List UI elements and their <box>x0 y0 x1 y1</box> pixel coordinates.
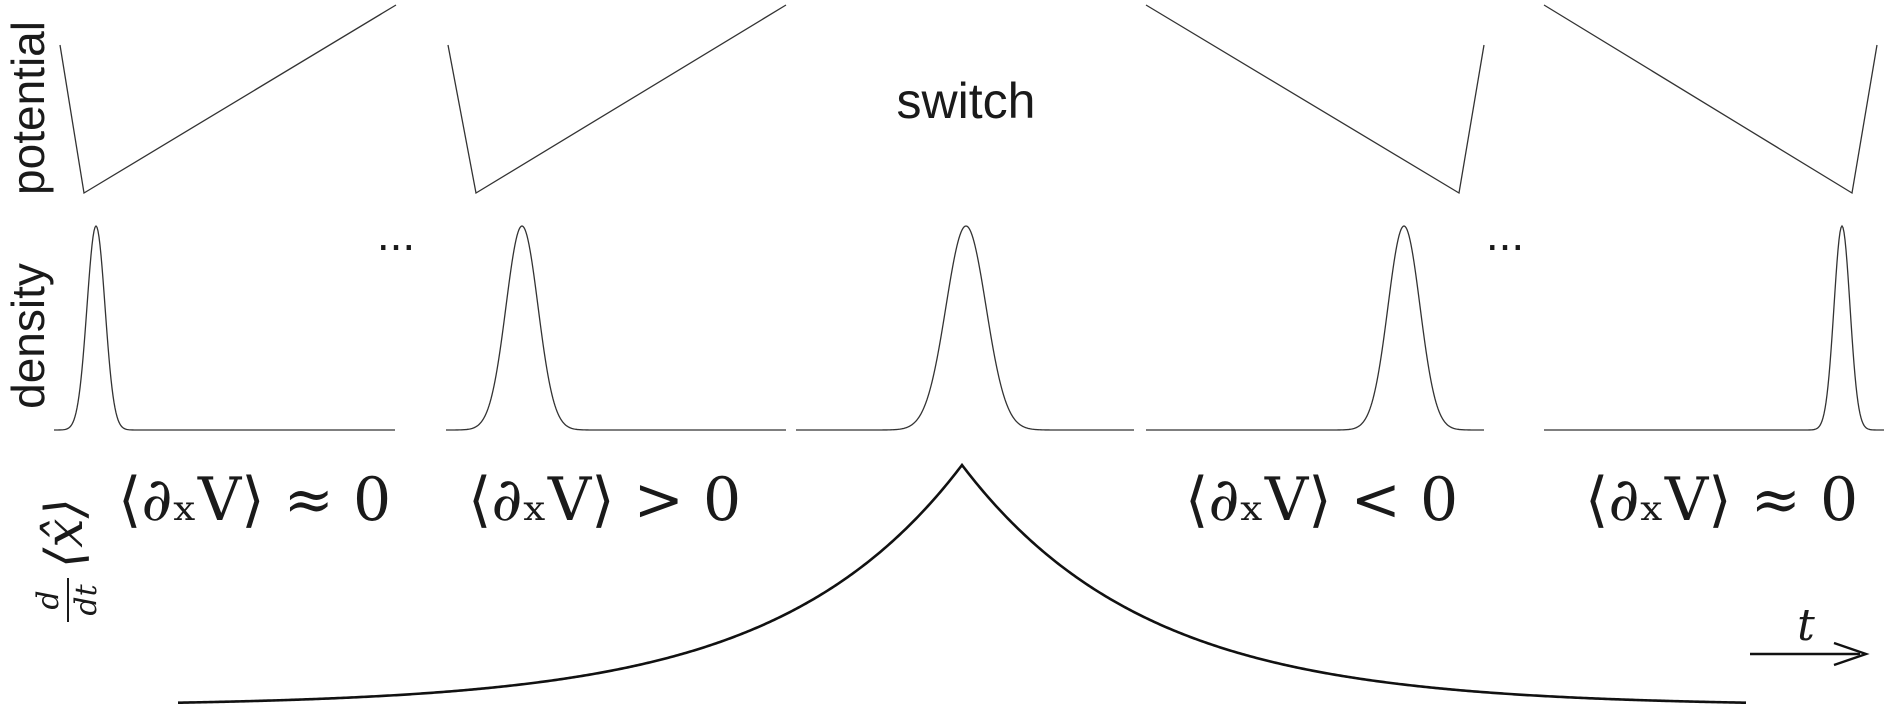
potential-curve-3 <box>1145 4 1485 195</box>
density-curve-2 <box>446 225 786 431</box>
density-curve-4 <box>1146 225 1484 431</box>
density-curve-5 <box>1544 224 1884 431</box>
velocity-expectation: ⟨x̂⟩ <box>35 498 95 568</box>
gradient-label-2: ⟨∂ₓV⟩ > 0 <box>468 465 741 535</box>
row-label-potential: potential <box>2 21 54 195</box>
potential-curve-2 <box>447 4 787 195</box>
ellipsis-right: ... <box>1486 208 1524 260</box>
velocity-curve <box>177 462 1747 705</box>
time-axis-arrowhead <box>1833 641 1870 667</box>
velocity-numerator: d <box>31 590 66 609</box>
gradient-label-3: ⟨∂ₓV⟩ < 0 <box>1185 465 1458 535</box>
density-curve-3 <box>796 225 1134 431</box>
ellipsis-left: ... <box>377 208 415 260</box>
switch-label: switch <box>897 73 1036 129</box>
row-label-density: density <box>2 263 54 409</box>
potential-curve-1 <box>59 4 397 195</box>
velocity-denominator: dt <box>69 583 104 615</box>
time-axis-label: t <box>1797 600 1815 651</box>
potential-curve-4 <box>1543 4 1878 195</box>
row-label-velocity: d dt ⟨x̂⟩ <box>31 498 104 622</box>
gradient-label-4: ⟨∂ₓV⟩ ≈ 0 <box>1585 465 1858 535</box>
density-curve-1 <box>53 224 395 431</box>
gradient-label-1: ⟨∂ₓV⟩ ≈ 0 <box>118 465 391 535</box>
